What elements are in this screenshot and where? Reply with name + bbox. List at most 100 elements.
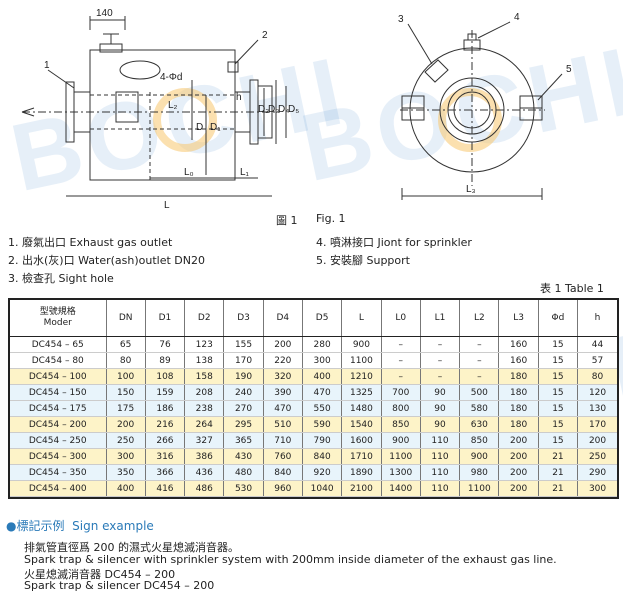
legend-item-5: 5. 安裝腳 Support — [316, 254, 410, 267]
table-cell: 800 — [381, 400, 421, 417]
table-cell: 57 — [577, 352, 617, 369]
table-cell: 390 — [263, 384, 303, 401]
legend-item-1: 1. 廢氣出口 Exhaust gas outlet — [8, 236, 173, 249]
table-cell: 470 — [302, 384, 343, 401]
callout-1: 1 — [44, 60, 50, 71]
table-cell: – — [381, 352, 421, 369]
model-cell: DC454 – 300 — [10, 448, 107, 465]
table-cell: 220 — [263, 352, 303, 369]
table-cell: 840 — [263, 464, 303, 481]
column-header: L2 — [459, 300, 500, 337]
table-cell: 15 — [538, 336, 579, 353]
legend-item-2: 2. 出水(灰)口 Water(ash)outlet DN20 — [8, 254, 205, 267]
table-cell: 1400 — [381, 480, 421, 497]
table-cell: 850 — [381, 416, 421, 433]
dim-phi-d-label: 4-Φd — [160, 72, 182, 83]
table-cell: – — [381, 336, 421, 353]
table-cell: 21 — [538, 480, 579, 497]
table-cell: 120 — [577, 384, 617, 401]
figure-caption-en: Fig. 1 — [316, 212, 346, 225]
dim-L0-label: L₀ — [184, 167, 194, 178]
table-cell: 130 — [577, 400, 617, 417]
table-cell: 200 — [498, 432, 539, 449]
table-cell: 240 — [223, 384, 264, 401]
dim-h-label: h — [236, 92, 242, 103]
dim-L1-label: L₁ — [240, 167, 250, 178]
table-cell: 123 — [184, 336, 225, 353]
table-cell: 100 — [106, 368, 146, 385]
table-cell: – — [420, 352, 461, 369]
table-cell: 416 — [145, 480, 186, 497]
table-cell: 1040 — [302, 480, 343, 497]
table-cell: 110 — [420, 480, 461, 497]
gear-watermark-icon — [153, 88, 502, 152]
table-cell: 180 — [498, 400, 539, 417]
table-cell: 1890 — [341, 464, 382, 481]
table-cell: 150 — [106, 384, 146, 401]
table-cell: 580 — [459, 400, 500, 417]
model-cell: DC454 – 250 — [10, 432, 107, 449]
table-cell: 436 — [184, 464, 225, 481]
table-cell: 470 — [263, 400, 303, 417]
table-cell: 300 — [577, 480, 617, 497]
model-cell: DC454 – 200 — [10, 416, 107, 433]
table-cell: 15 — [538, 432, 579, 449]
table-cell: 65 — [106, 336, 146, 353]
table-cell: 327 — [184, 432, 225, 449]
table-cell: 216 — [145, 416, 186, 433]
table-cell: 15 — [538, 384, 579, 401]
table-cell: 158 — [184, 368, 225, 385]
table-cell: 170 — [577, 416, 617, 433]
table-cell: 530 — [223, 480, 264, 497]
technical-drawing: 140 4-Φd h L L₀ L₁ L₂ L₃ D D₁ D₂ D₃ D₄ D… — [21, 8, 572, 211]
table-cell: 300 — [302, 352, 343, 369]
sign-example-title: ●標記示例 Sign example — [6, 519, 154, 533]
table-cell: 366 — [145, 464, 186, 481]
table-cell: – — [459, 352, 500, 369]
table-cell: 900 — [341, 336, 382, 353]
table-cell: 159 — [145, 384, 186, 401]
table-cell: 44 — [577, 336, 617, 353]
model-cell: DC454 – 350 — [10, 464, 107, 481]
table-cell: 900 — [381, 432, 421, 449]
table-cell: 175 — [106, 400, 146, 417]
table-cell: – — [381, 368, 421, 385]
table-cell: 350 — [106, 464, 146, 481]
table-cell: 590 — [302, 416, 343, 433]
column-header: D2 — [184, 300, 225, 337]
table-cell: 300 — [106, 448, 146, 465]
table-cell: 850 — [459, 432, 500, 449]
table-cell: 270 — [223, 400, 264, 417]
table-cell: 1300 — [381, 464, 421, 481]
table-cell: 155 — [223, 336, 264, 353]
table-cell: 980 — [459, 464, 500, 481]
legend-item-3: 3. 檢查孔 Sight hole — [8, 272, 114, 285]
table-cell: 290 — [577, 464, 617, 481]
table-cell: 760 — [263, 448, 303, 465]
table-cell: 160 — [498, 336, 539, 353]
table-cell: 160 — [498, 352, 539, 369]
table-cell: 1210 — [341, 368, 382, 385]
model-cell: DC454 – 150 — [10, 384, 107, 401]
legend-item-4: 4. 噴淋接口 Jiont for sprinkler — [316, 236, 472, 249]
table-cell: 80 — [106, 352, 146, 369]
callout-4: 4 — [514, 12, 520, 23]
callout-2: 2 — [262, 30, 268, 41]
table-cell: 1100 — [459, 480, 500, 497]
table-cell: 170 — [223, 352, 264, 369]
table-cell: 200 — [498, 464, 539, 481]
table-cell: 316 — [145, 448, 186, 465]
table-cell: 80 — [577, 368, 617, 385]
sign-line-4: Spark trap & silencer DC454 – 200 — [24, 579, 215, 592]
table-cell: 386 — [184, 448, 225, 465]
table-cell: 365 — [223, 432, 264, 449]
callout-5: 5 — [566, 64, 572, 75]
table-cell: – — [420, 336, 461, 353]
table-cell: 190 — [223, 368, 264, 385]
table-cell: 200 — [263, 336, 303, 353]
